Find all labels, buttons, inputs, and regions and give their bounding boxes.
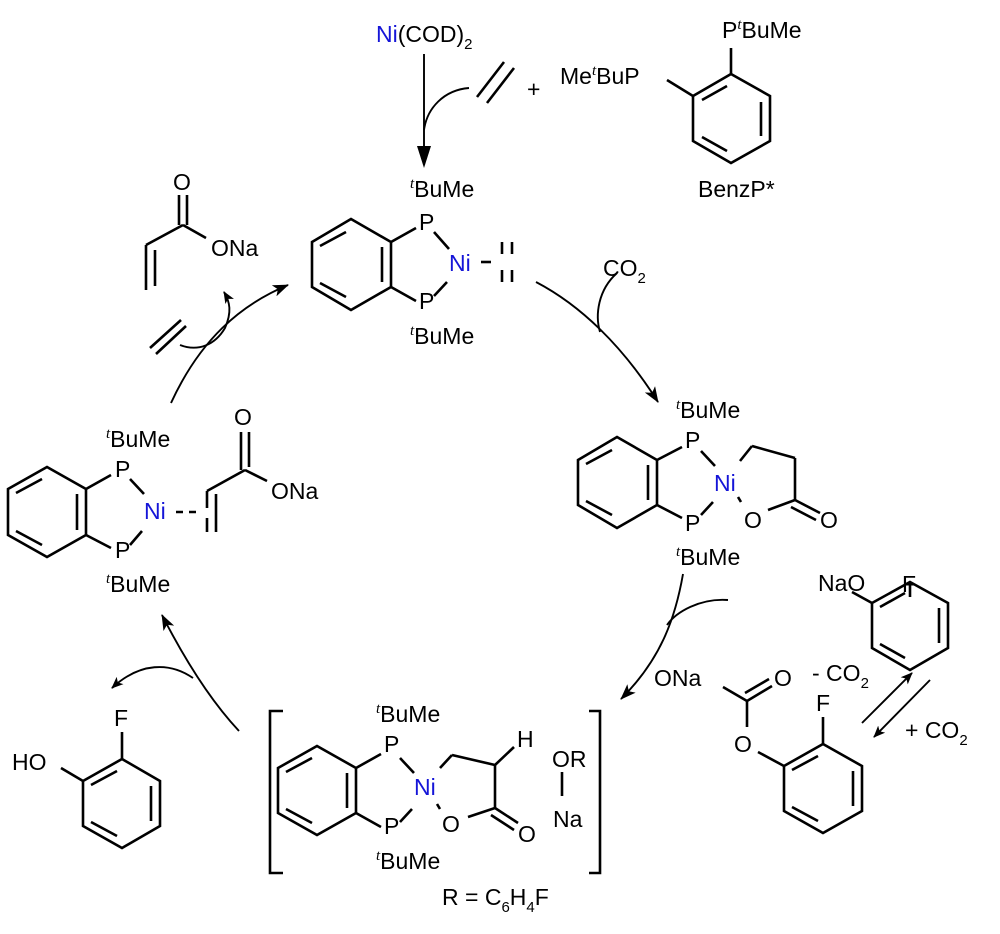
svg-text:Na: Na xyxy=(553,806,583,832)
svg-text:tBuMe: tBuMe xyxy=(376,848,440,874)
svg-text:P: P xyxy=(419,288,434,314)
2-fluorophenol-byproduct: F HO xyxy=(12,705,162,850)
right-bracket xyxy=(589,709,602,875)
nickel-center: Ni xyxy=(714,470,736,496)
svg-text:P: P xyxy=(384,813,399,839)
ligand-name: BenzP* xyxy=(698,176,775,202)
svg-text:ONa: ONa xyxy=(211,235,259,261)
ethylene-reagent-top xyxy=(475,61,516,104)
svg-text:F: F xyxy=(816,690,830,716)
svg-text:O: O xyxy=(173,169,191,195)
svg-text:tBuMe: tBuMe xyxy=(410,176,474,202)
equilibrium-arrows xyxy=(861,672,931,738)
svg-text:tBuMe: tBuMe xyxy=(676,544,740,570)
ni-ethylene-complex: tBuMe P P tBuMe Ni xyxy=(310,176,514,349)
svg-text:O: O xyxy=(234,404,252,430)
svg-text:O: O xyxy=(442,811,460,837)
svg-text:OR: OR xyxy=(552,746,587,772)
left-bracket xyxy=(268,709,283,875)
svg-text:O: O xyxy=(518,821,536,847)
svg-text:P: P xyxy=(685,510,700,536)
cycle-arrow-bottom-to-left xyxy=(111,614,240,732)
r-group-footnote: R = C6H4F xyxy=(442,884,549,916)
nickel-precursor: Ni(COD)2 xyxy=(376,21,473,53)
precursor-metal: Ni xyxy=(376,21,398,47)
svg-text:tBuMe: tBuMe xyxy=(376,701,440,727)
svg-text:O: O xyxy=(820,507,838,533)
svg-text:P: P xyxy=(384,731,399,757)
benzp-ligand: PtBuMe MetBuP BenzP* xyxy=(560,17,802,202)
plus-co2-label: + CO2 xyxy=(905,717,968,749)
svg-text:ONa: ONa xyxy=(271,478,319,504)
svg-text:O: O xyxy=(744,507,762,533)
svg-text:HO: HO xyxy=(12,749,47,775)
cycle-arrow-left-to-top xyxy=(170,284,289,404)
svg-text:Ni(COD)2: Ni(COD)2 xyxy=(376,21,473,53)
svg-text:P: P xyxy=(685,427,700,453)
minus-co2-label: - CO2 xyxy=(812,660,869,692)
precursor-ligand-count: 2 xyxy=(464,36,472,53)
svg-text:P: P xyxy=(115,537,130,563)
nickel-center: Ni xyxy=(449,250,471,276)
bracketed-intermediate: tBuMe P P tBuMe Ni O O H OR Na xyxy=(268,701,602,875)
nickelalactone-complex: tBuMe P P tBuMe Ni O O xyxy=(576,397,838,570)
cycle-arrow-right-to-bottom xyxy=(620,573,729,700)
svg-text:O: O xyxy=(734,731,752,757)
svg-text:H: H xyxy=(517,726,534,752)
nickel-center: Ni xyxy=(144,498,166,524)
ni-acrylate-complex: tBuMe P P tBuMe Ni O ONa xyxy=(6,404,319,597)
svg-text:MetBuP: MetBuP xyxy=(560,63,640,89)
svg-text:P: P xyxy=(419,209,434,235)
svg-text:O: O xyxy=(774,665,792,691)
svg-text:tBuMe: tBuMe xyxy=(410,323,474,349)
svg-text:F: F xyxy=(114,705,128,731)
svg-text:tBuMe: tBuMe xyxy=(676,397,740,423)
cycle-arrow-top-to-right xyxy=(535,272,659,403)
precursor-ligand: (COD) xyxy=(398,21,464,47)
svg-text:ONa: ONa xyxy=(654,665,702,691)
precursor-arrow xyxy=(417,54,470,168)
svg-text:P: P xyxy=(115,456,130,482)
sodium-2-fluorophenoxide: F NaO xyxy=(818,570,950,672)
svg-text:tBuMe: tBuMe xyxy=(106,571,170,597)
svg-text:tBuMe: tBuMe xyxy=(106,426,170,452)
ethylene-reagent-left xyxy=(149,319,187,355)
svg-text:PtBuMe: PtBuMe xyxy=(722,17,802,43)
svg-text:NaO: NaO xyxy=(818,570,865,596)
sodium-aryl-carbonate: ONa O F O xyxy=(654,665,864,835)
co2-reagent-label: CO2 xyxy=(603,255,646,287)
plus-sign: + xyxy=(527,76,540,102)
sodium-acrylate-product: O ONa xyxy=(144,169,259,290)
nickel-center: Ni xyxy=(414,774,436,800)
